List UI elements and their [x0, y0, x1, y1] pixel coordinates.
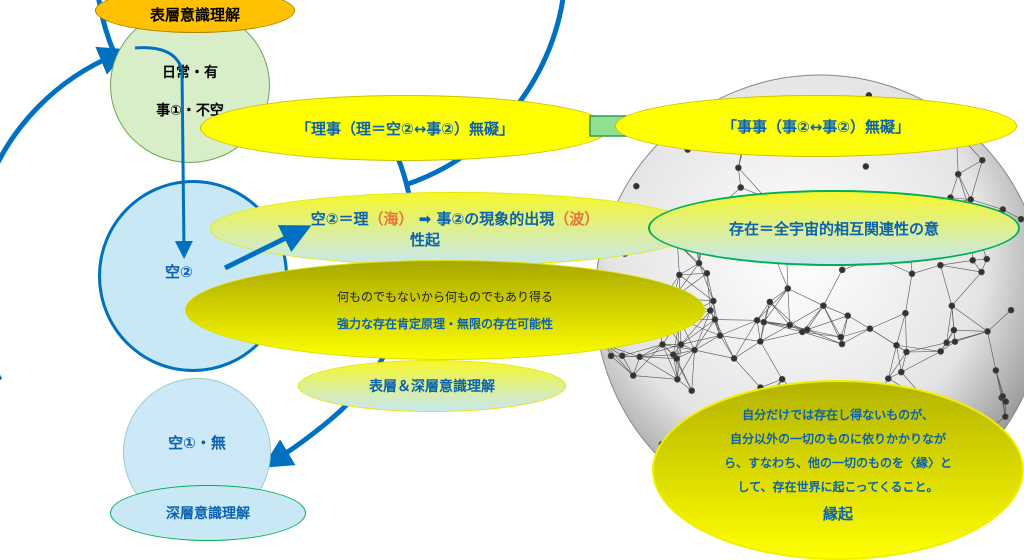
engi-line2: 自分以外の一切のものに依りかかりなが: [730, 427, 946, 451]
engi-line4: して、存在世界に起こってくること。: [737, 475, 938, 499]
possibility-line1: 何ものでもないから何ものでもあり得る: [337, 288, 553, 305]
possibility-ellipse: 何ものでもないから何ものでもあり得る 強力な存在肯定原理・無限の存在可能性: [185, 260, 705, 360]
engi-title: 縁起: [823, 503, 853, 524]
engi-ellipse: 自分だけでは存在し得ないものが、 自分以外の一切のものに依りかかりなが ら、すな…: [652, 380, 1024, 560]
existence-ellipse: 存在＝全宇宙的相互関連性の意: [648, 190, 1020, 266]
surface-deep-ellipse: 表層＆深層意識理解: [298, 360, 566, 412]
diagonal-arrow: [225, 232, 298, 268]
engi-line1: 自分だけでは存在し得ないものが、: [742, 403, 934, 427]
surface-deep-text: 表層＆深層意識理解: [369, 376, 495, 396]
possibility-line2: 強力な存在肯定原理・無限の存在可能性: [337, 315, 553, 332]
existence-text: 存在＝全宇宙的相互関連性の意: [729, 218, 939, 239]
engi-line3: ら、すなわち、他の一切のものを〈縁〉と: [724, 451, 952, 475]
